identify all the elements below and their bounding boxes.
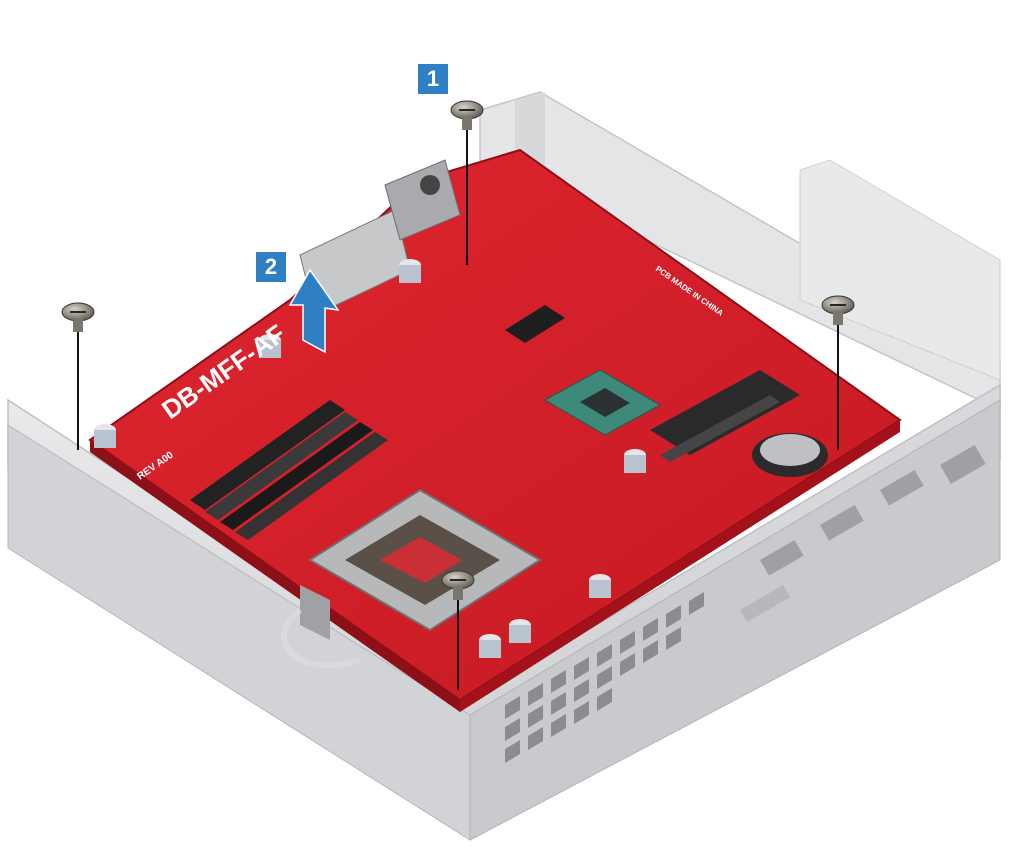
- rear-connectors: [299, 159, 461, 316]
- step-badge-1: 1: [418, 64, 448, 94]
- arrow-up-icon: [288, 268, 340, 354]
- vent-grille: [505, 592, 704, 763]
- rear-io-openings: [739, 445, 986, 623]
- m2-connector: [505, 305, 565, 343]
- screw-icon: [61, 302, 95, 332]
- coin-cell-battery: [752, 433, 828, 477]
- step-badge-2: 2: [256, 252, 286, 282]
- capacitors: [94, 259, 646, 658]
- screw-icon: [821, 295, 855, 325]
- screw-icon: [441, 570, 475, 600]
- chipset: [543, 369, 662, 436]
- motherboard: [88, 148, 902, 712]
- screw-icon: [450, 100, 484, 130]
- chassis-base: [7, 383, 1001, 841]
- screw-guide-lines: [77, 125, 839, 690]
- sata-connector: [650, 370, 800, 462]
- memory-slots: [190, 400, 388, 540]
